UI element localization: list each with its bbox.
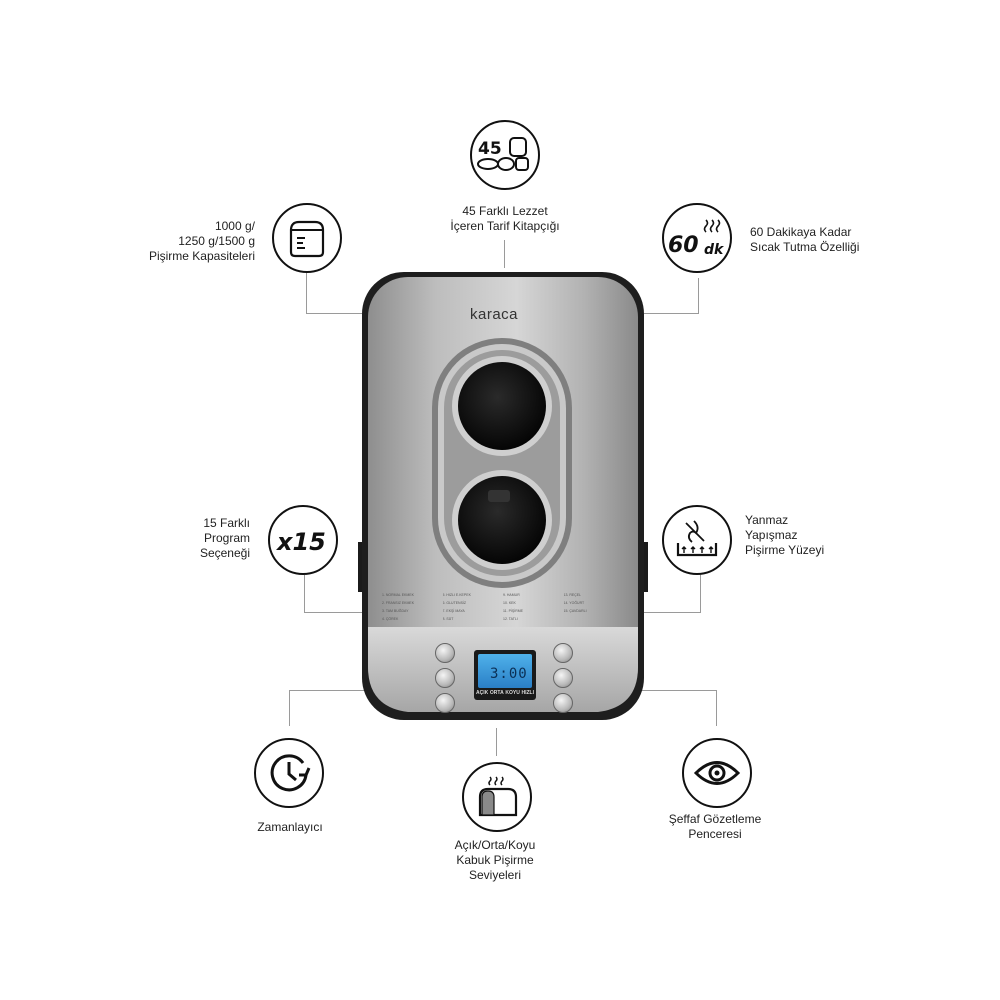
connector-capacity-h	[306, 313, 364, 314]
recipes-badge: 45	[478, 139, 502, 159]
lcd-digits: 3:00	[490, 666, 528, 682]
crust-label: Açık/Orta/Koyu Kabuk Pişirme Seviyeleri	[454, 838, 536, 882]
connector-keepwarm	[698, 278, 699, 314]
crust-button[interactable]	[435, 693, 455, 713]
nonstick-label: Yanmaz Yapışmaz Pişirme Yüzeyi	[745, 513, 825, 557]
timer-label: Zamanlayıcı	[257, 820, 323, 834]
programs-label: 15 Farklı Program Seçeneği	[199, 516, 250, 560]
connector-recipes	[504, 240, 505, 268]
connector-timer	[289, 690, 290, 726]
nonstick-pan-icon	[662, 505, 732, 575]
lcd-screen: 3:00	[478, 654, 532, 688]
brand-logo: karaca	[470, 306, 519, 323]
lcd-display: 3:00 AÇIK ORTA KOYU HIZLI	[474, 650, 536, 700]
crust-level-labels: AÇIK ORTA KOYU HIZLI	[476, 690, 534, 696]
keep-warm-icon: 60 dk	[662, 203, 732, 273]
recipes-label: 45 Farklı Lezzet İçeren Tarif Kitapçığı	[450, 204, 560, 233]
weight-button[interactable]	[435, 668, 455, 688]
recipe-book-icon: 45	[470, 120, 540, 190]
connector-timer-h	[289, 690, 384, 691]
programs-icon: x15	[268, 505, 338, 575]
connector-window	[716, 690, 717, 726]
keep-warm-number: 60	[668, 233, 699, 258]
keep-warm-unit: dk	[704, 242, 725, 258]
menu-button[interactable]	[435, 643, 455, 663]
crust-label-light: AÇIK	[476, 690, 489, 696]
connector-nonstick-h	[642, 612, 701, 613]
keep-warm-label: 60 Dakikaya Kadar Sıcak Tutma Özelliği	[750, 225, 860, 254]
connector-programs	[304, 575, 305, 613]
window-label: Şeffaf Gözetleme Penceresi	[668, 812, 762, 841]
crust-label-medium: ORTA	[489, 690, 504, 696]
start-stop-button[interactable]	[553, 643, 573, 663]
crust-label-fast: HIZLI	[521, 690, 535, 696]
eye-icon	[682, 738, 752, 808]
connector-nonstick	[700, 575, 701, 613]
timer-clock-icon	[254, 738, 324, 808]
programs-badge: x15	[276, 528, 326, 556]
connector-keepwarm-h	[642, 313, 699, 314]
bread-pan-icon	[272, 203, 342, 273]
time-up-button[interactable]	[553, 668, 573, 688]
connector-capacity	[306, 270, 307, 314]
time-down-button[interactable]	[553, 693, 573, 713]
crust-label-dark: KOYU	[505, 690, 520, 696]
connector-crust	[496, 728, 497, 756]
bread-crust-icon	[462, 762, 532, 832]
connector-programs-h	[304, 612, 364, 613]
capacity-label: 1000 g/ 1250 g/1500 g Pişirme Kapasitele…	[148, 219, 255, 263]
bread-machine-image	[358, 272, 648, 720]
connector-window-h	[620, 690, 717, 691]
